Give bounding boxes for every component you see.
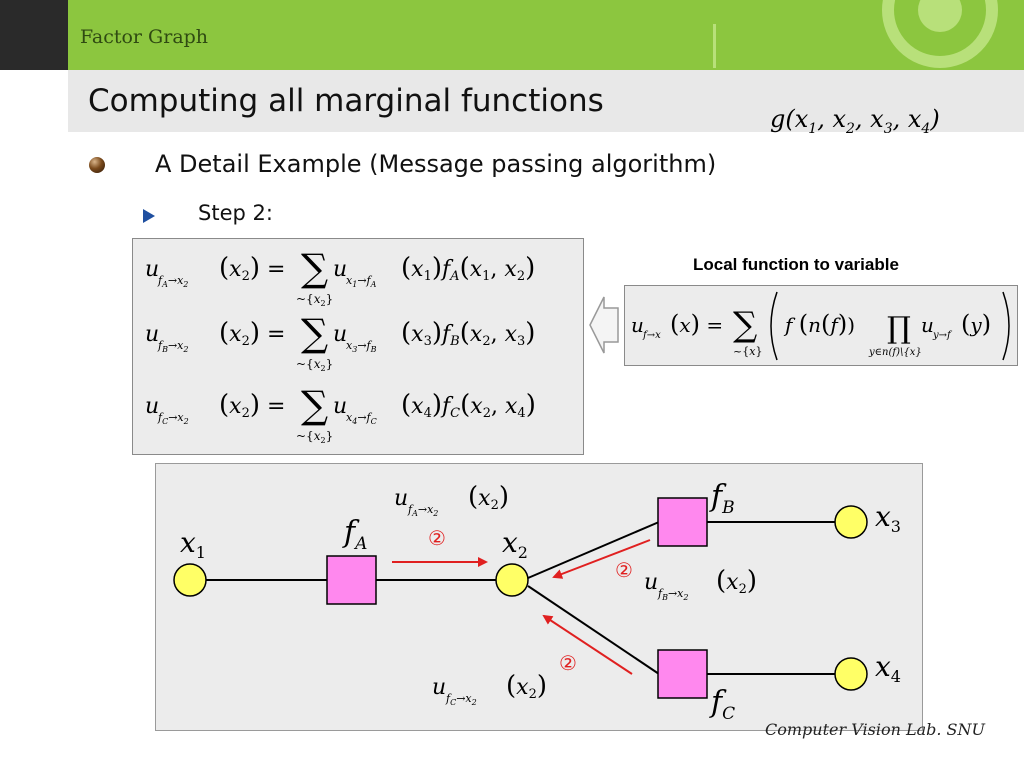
label-x4: x4 (875, 650, 901, 686)
label-fB: fB (709, 479, 735, 518)
svg-text:x4→fC: x4→fC (346, 411, 377, 426)
svg-text:u: u (145, 394, 159, 419)
left-block-arrow-icon (589, 296, 619, 354)
edge-x2-fC (527, 585, 660, 675)
header-logo-icon (882, 0, 998, 68)
message-label-fA-x2: u fA→x2 (x2) (394, 482, 509, 518)
label-x3: x3 (875, 500, 901, 536)
svg-text:fC→x2: fC→x2 (445, 692, 477, 707)
footer-text: Computer Vision Lab. SNU (765, 720, 985, 739)
variable-node-x2 (495, 563, 529, 597)
equation-fC: u fC→x2 (x2) = ∑ ~{x2} u x4→fC (x4)fC(x2… (145, 383, 536, 445)
bullet-level2-text: Step 2: (198, 201, 273, 225)
message-label-fC-x2: u fC→x2 (x2) (432, 671, 547, 707)
svg-text:u: u (145, 257, 159, 282)
svg-text:(x4)fC(x2, x4): (x4)fC(x2, x4) (401, 390, 536, 421)
svg-text:f (n(f)): f (n(f)) (783, 310, 855, 338)
svg-text:~{x2}: ~{x2} (296, 429, 333, 445)
svg-text:(x3)fB(x2, x3): (x3)fB(x2, x3) (401, 318, 535, 349)
message-arrow-fC-x2 (542, 614, 633, 675)
variable-node-x3 (834, 505, 868, 539)
local-rule-title: Local function to variable (693, 255, 899, 274)
header-separator (713, 24, 716, 68)
svg-text:u: u (394, 486, 408, 511)
label-x1: x1 (180, 526, 206, 562)
local-rule-box: u f→x (x) = ∑ ~{x} f (n(f)) ∏ y∈n(f)\{x}… (624, 285, 1018, 366)
svg-text:(x2) =: (x2) = (219, 318, 285, 349)
svg-text:u: u (644, 570, 658, 595)
label-fC: fC (709, 685, 735, 724)
svg-text:fA→x2: fA→x2 (407, 503, 438, 518)
svg-text:∑: ∑ (301, 246, 328, 290)
bullet-arrow-icon (143, 209, 155, 223)
bullet-sphere-icon (89, 157, 105, 173)
label-fA: fA (342, 515, 367, 554)
svg-text:fB→x2: fB→x2 (157, 339, 188, 354)
factor-node-fA (326, 555, 377, 605)
svg-text:y∈n(f)\{x}: y∈n(f)\{x} (868, 347, 922, 358)
svg-text:u: u (631, 313, 644, 337)
equations-box: u fA→x2 (x2) = ∑ ~{x2} u x1→fA (x1)fA(x1… (132, 238, 584, 455)
svg-text:u: u (333, 257, 347, 282)
svg-text:fB→x2: fB→x2 (657, 587, 688, 602)
svg-text:u: u (432, 675, 446, 700)
edge-x2-fB (527, 521, 660, 579)
svg-text:(x2) =: (x2) = (219, 390, 285, 421)
svg-text:fA→x2: fA→x2 (157, 274, 188, 289)
message-label-fB-x2: u fB→x2 (x2) (644, 566, 757, 602)
svg-text:x3→fB: x3→fB (346, 339, 377, 354)
svg-text:f→x: f→x (642, 330, 661, 341)
svg-text:u: u (333, 394, 347, 419)
header-bar (0, 0, 1024, 70)
title-band (68, 70, 1024, 132)
page-title: Computing all marginal functions (88, 83, 604, 119)
svg-text:y→f: y→f (932, 330, 953, 341)
svg-text:~{x2}: ~{x2} (296, 357, 333, 373)
equation-fA: u fA→x2 (x2) = ∑ ~{x2} u x1→fA (x1)fA(x1… (145, 246, 535, 308)
svg-text:(x2): (x2) (716, 566, 757, 597)
step-marker-fA: ② (428, 526, 446, 550)
section-title: Factor Graph (80, 26, 209, 48)
svg-text:~{x}: ~{x} (733, 345, 762, 358)
svg-text:u: u (921, 313, 934, 337)
global-function-formula: g(x1, x2, x3, x4) (770, 105, 940, 137)
factor-node-fC (657, 649, 708, 699)
svg-text:~{x2}: ~{x2} (296, 292, 333, 308)
message-arrow-fB-x2 (552, 539, 651, 579)
label-x2: x2 (502, 526, 528, 562)
svg-text:(x2): (x2) (468, 482, 509, 513)
svg-text:(x) =: (x) = (670, 310, 723, 338)
svg-text:∑: ∑ (301, 311, 328, 355)
bullet-level1-text: A Detail Example (Message passing algori… (155, 150, 717, 178)
svg-text:(x2) =: (x2) = (219, 253, 285, 284)
svg-text:fC→x2: fC→x2 (157, 411, 189, 426)
svg-text:(x1)fA(x1, x2): (x1)fA(x1, x2) (401, 253, 535, 284)
svg-text:(x2): (x2) (506, 671, 547, 702)
variable-node-x4 (834, 657, 868, 691)
svg-text:(y): (y) (961, 310, 991, 338)
header-corner-block (0, 0, 68, 70)
svg-text:∑: ∑ (301, 383, 328, 427)
factor-graph-box: ② ② ② x1 x2 x3 x4 fA fB fC u fA→x2 (x2) … (155, 463, 923, 731)
step-marker-fB: ② (615, 558, 633, 582)
equation-fB: u fB→x2 (x2) = ∑ ~{x2} u x3→fB (x3)fB(x2… (145, 311, 535, 373)
factor-node-fB (657, 497, 708, 547)
step-marker-fC: ② (559, 651, 577, 675)
svg-text:∑: ∑ (733, 305, 757, 345)
svg-text:∏: ∏ (887, 311, 911, 346)
svg-text:u: u (145, 322, 159, 347)
variable-node-x1 (173, 563, 207, 597)
svg-text:u: u (333, 322, 347, 347)
svg-text:x1→fA: x1→fA (346, 274, 377, 289)
